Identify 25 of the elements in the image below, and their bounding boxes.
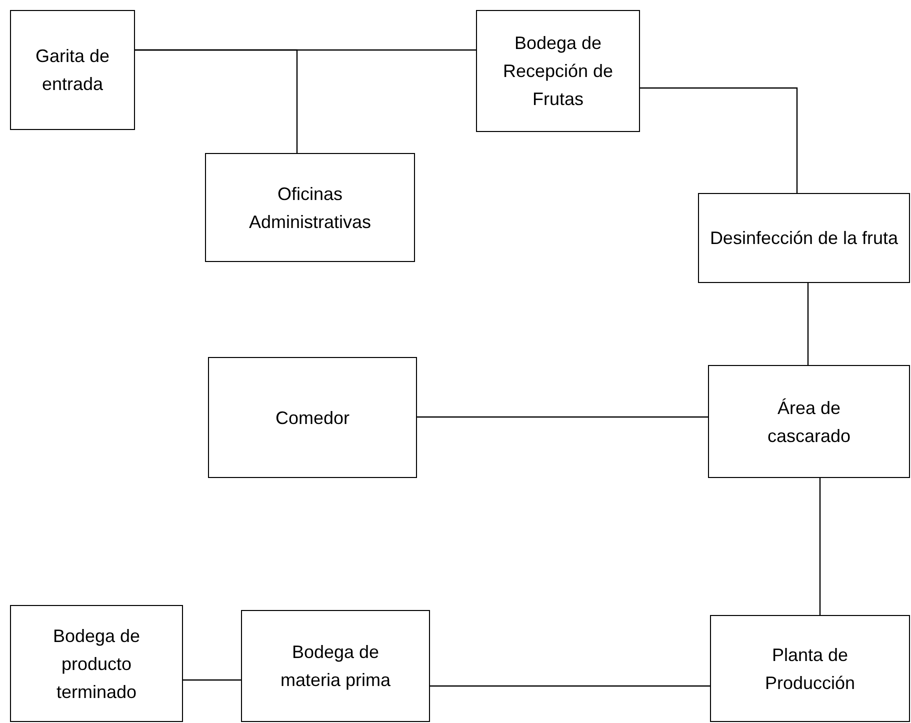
box-label: Bodega de Recepción de Frutas xyxy=(502,32,614,111)
process-box xyxy=(205,153,415,262)
process-box xyxy=(708,365,910,478)
process-box xyxy=(710,615,910,722)
connector-line xyxy=(807,283,809,365)
process-box xyxy=(10,605,183,722)
process-box xyxy=(10,10,135,130)
box-label: Desinfección de la fruta xyxy=(710,227,898,250)
process-box xyxy=(208,357,417,478)
connector-line xyxy=(640,87,798,193)
connector-line xyxy=(135,49,298,153)
process-box xyxy=(241,610,430,722)
box-label: Área de cascarado xyxy=(766,396,852,448)
connector-line xyxy=(417,416,708,418)
connector-line xyxy=(183,679,241,681)
connector-line xyxy=(430,685,710,687)
box-label: Oficinas Administrativas xyxy=(248,182,372,234)
box-label: Garita de entrada xyxy=(34,45,111,96)
process-box xyxy=(698,193,910,283)
box-label: Bodega de materia prima xyxy=(279,641,392,692)
connector-line xyxy=(819,478,821,615)
process-box xyxy=(476,10,640,132)
box-label: Planta de Producción xyxy=(764,644,856,694)
box-label: Bodega de producto terminado xyxy=(52,624,142,704)
box-label: Comedor xyxy=(275,406,350,430)
